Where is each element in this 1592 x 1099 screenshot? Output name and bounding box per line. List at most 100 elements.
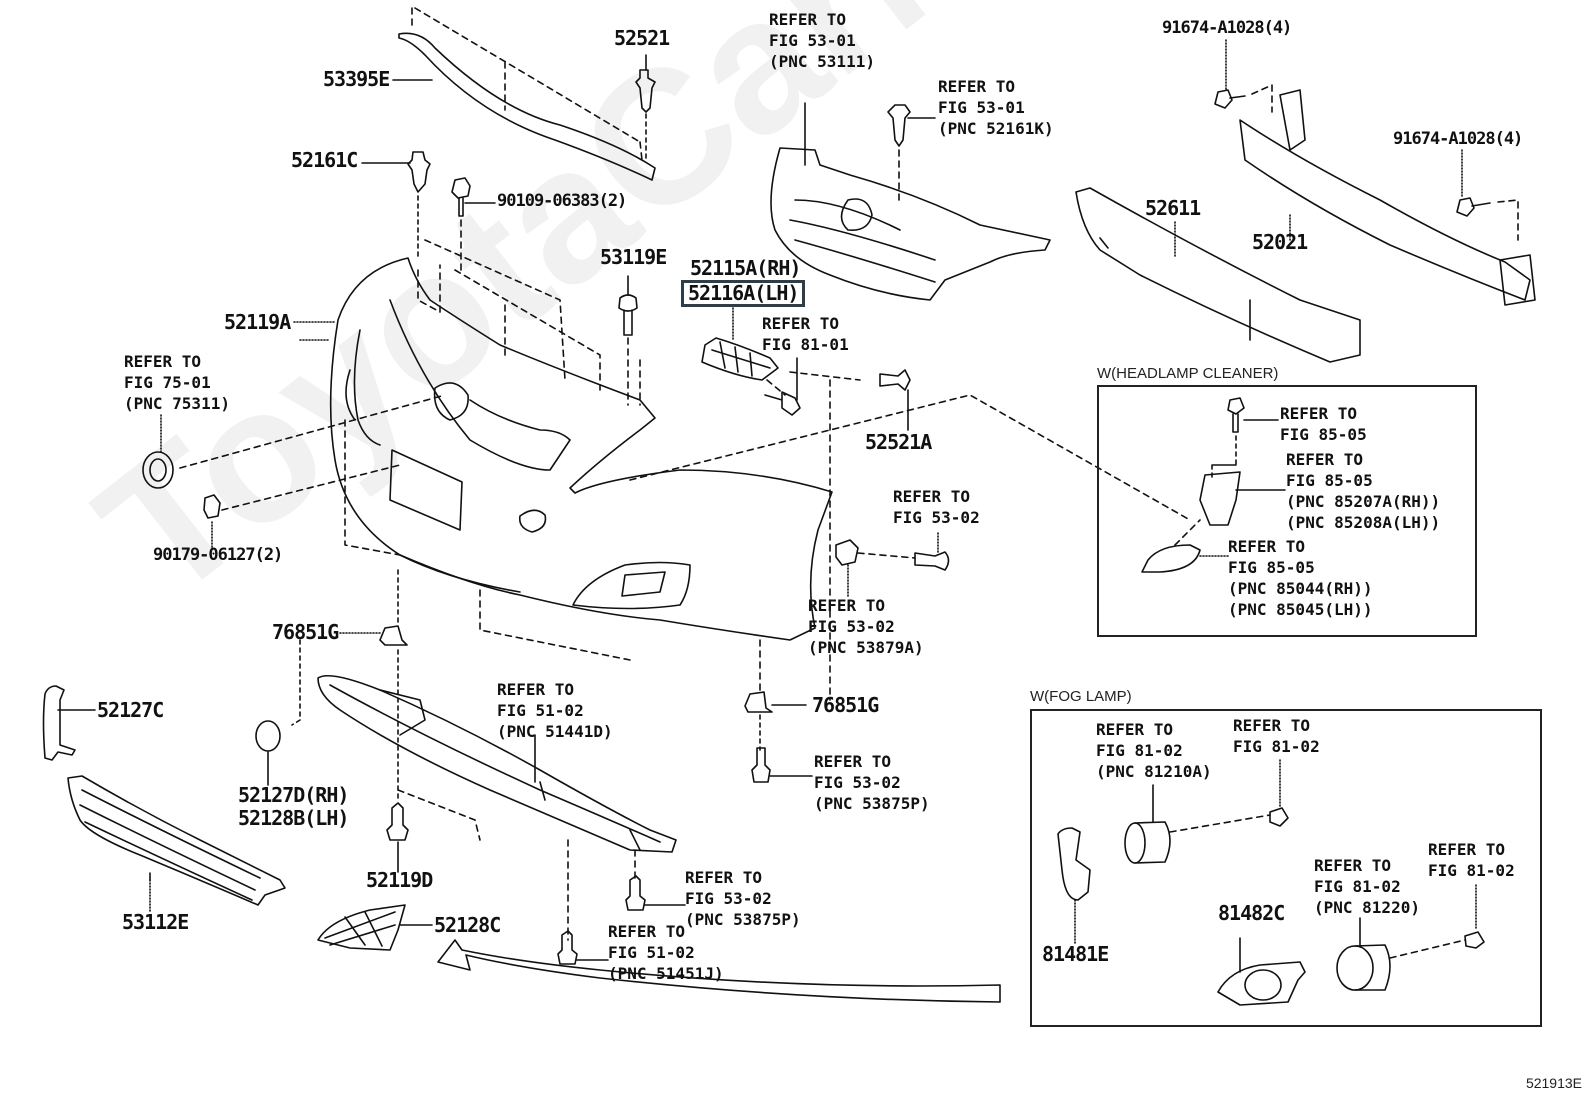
ref-line: FIG 53-01 xyxy=(938,98,1025,117)
part-label-53395e[interactable]: 53395E xyxy=(323,67,390,91)
part-label-52127c[interactable]: 52127C xyxy=(97,698,164,722)
ref-line: (PNC 75311) xyxy=(124,394,230,413)
part-52128c-fog-cover xyxy=(317,904,433,951)
headlamp-cleaner-box xyxy=(1097,385,1477,637)
ref-line: FIG 75-01 xyxy=(124,373,211,392)
part-label-81482c[interactable]: 81482C xyxy=(1218,901,1285,925)
part-91674-bolt-a xyxy=(1214,39,1273,113)
part-label-53112e[interactable]: 53112E xyxy=(122,910,189,934)
part-label-52127d-rh[interactable]: 52127D(RH) xyxy=(238,783,349,807)
part-label-90179-06127[interactable]: 90179-06127(2) xyxy=(153,545,283,565)
part-label-91674-a1028-right[interactable]: 91674-A1028(4) xyxy=(1393,129,1523,149)
ref-line: (PNC 53879A) xyxy=(808,638,924,657)
part-emblem xyxy=(142,394,446,489)
part-label-52119a[interactable]: 52119A xyxy=(224,310,291,334)
ref-line: FIG 53-02 xyxy=(893,508,980,527)
part-label-52115a-rh[interactable]: 52115A(RH) xyxy=(690,256,801,280)
ref-line: REFER TO xyxy=(808,596,886,615)
ref-line: (PNC 51451J) xyxy=(608,964,724,983)
part-91674-bolt-b xyxy=(1456,149,1519,241)
ref-line: REFER TO xyxy=(1233,716,1311,735)
part-52127d-cap xyxy=(255,720,281,786)
ref-line: FIG 81-02 xyxy=(1096,741,1183,760)
part-label-76851g-left[interactable]: 76851G xyxy=(272,620,339,644)
ref-line: (PNC 85045(LH)) xyxy=(1228,600,1373,619)
ref-line: (PNC 85207A(RH)) xyxy=(1286,492,1441,511)
ref-line: FIG 81-01 xyxy=(762,335,849,354)
part-52116a-bracket xyxy=(701,304,786,396)
ref-line: REFER TO xyxy=(1314,856,1392,875)
part-headlamp-cleaner xyxy=(629,394,1286,573)
headlamp-cleaner-box-title: W(HEADLAMP CLEANER) xyxy=(1097,365,1279,382)
part-52161c-clip xyxy=(361,151,431,261)
part-label-52116a-lh-highlighted[interactable]: 52116A(LH) xyxy=(681,280,806,307)
part-52119a-bumper-cover xyxy=(299,239,833,691)
ref-line: (PNC 81210A) xyxy=(1096,762,1212,781)
ref-line: (PNC 85044(RH)) xyxy=(1228,579,1373,598)
refer-fig-81-01[interactable]: REFER TO FIG 81-01 xyxy=(762,313,849,355)
ref-line: (PNC 52161K) xyxy=(938,119,1054,138)
part-label-52521[interactable]: 52521 xyxy=(614,26,670,50)
ref-line: FIG 81-02 xyxy=(1233,737,1320,756)
part-label-52128b-lh[interactable]: 52128B(LH) xyxy=(238,806,349,830)
fog-lamp-box xyxy=(1030,709,1542,1027)
ref-line: REFER TO xyxy=(1280,404,1358,423)
ref-line: FIG 51-02 xyxy=(497,701,584,720)
refer-fig-81-02-screw-a[interactable]: REFER TO FIG 81-02 xyxy=(1233,715,1320,757)
part-side-retainer xyxy=(835,532,950,599)
part-label-76851g-right[interactable]: 76851G xyxy=(812,693,879,717)
part-label-81481e[interactable]: 81481E xyxy=(1042,942,1109,966)
ref-line: REFER TO xyxy=(1428,840,1506,859)
ref-line: REFER TO xyxy=(1228,537,1306,556)
ref-line: FIG 81-02 xyxy=(1314,877,1401,896)
ref-line: (PNC 51441D) xyxy=(497,722,613,741)
ref-line: (PNC 85208A(LH)) xyxy=(1286,513,1441,532)
ref-line: REFER TO xyxy=(893,487,971,506)
figure-id: 521913E xyxy=(1525,1075,1582,1091)
part-under-cover xyxy=(291,639,677,941)
ref-line: FIG 85-05 xyxy=(1280,425,1367,444)
ref-line: REFER TO xyxy=(762,314,840,333)
part-label-52611[interactable]: 52611 xyxy=(1145,196,1201,220)
part-label-52161c[interactable]: 52161C xyxy=(291,148,358,172)
refer-fig-85-05-screw[interactable]: REFER TO FIG 85-05 xyxy=(1280,403,1367,445)
ref-line: REFER TO xyxy=(608,922,686,941)
part-screw-fig8101 xyxy=(764,357,861,416)
part-label-52521a[interactable]: 52521A xyxy=(865,430,932,454)
part-52127c-garnish xyxy=(42,685,96,761)
part-label-90109-06383[interactable]: 90109-06383(2) xyxy=(497,191,627,211)
refer-fig-85-05-cover[interactable]: REFER TO FIG 85-05 (PNC 85044(RH)) (PNC 850… xyxy=(1228,536,1373,620)
part-label-52119d[interactable]: 52119D xyxy=(366,868,433,892)
ref-line: FIG 85-05 xyxy=(1286,471,1373,490)
ref-line: FIG 53-02 xyxy=(685,889,772,908)
part-label-52128c[interactable]: 52128C xyxy=(434,913,501,937)
part-label-52021[interactable]: 52021 xyxy=(1252,230,1308,254)
refer-fig-53-02[interactable]: REFER TO FIG 53-02 xyxy=(893,486,980,528)
part-label-53119e[interactable]: 53119E xyxy=(600,245,667,269)
part-upper-grille xyxy=(770,102,1051,301)
ref-line: FIG 53-01 xyxy=(769,31,856,50)
rotation-arrow xyxy=(437,939,1001,1003)
part-label-91674-a1028-top[interactable]: 91674-A1028(4) xyxy=(1162,18,1292,38)
ref-line: (PNC 53875P) xyxy=(814,794,930,813)
part-fog-lamp xyxy=(1057,759,1485,1006)
part-52021-reinforcement xyxy=(1239,89,1536,306)
part-53395e-seal xyxy=(398,7,656,181)
leader-lines xyxy=(149,79,433,881)
ref-line: REFER TO xyxy=(814,752,892,771)
part-52521-clip xyxy=(635,54,656,161)
ref-line: FIG 85-05 xyxy=(1228,558,1315,577)
